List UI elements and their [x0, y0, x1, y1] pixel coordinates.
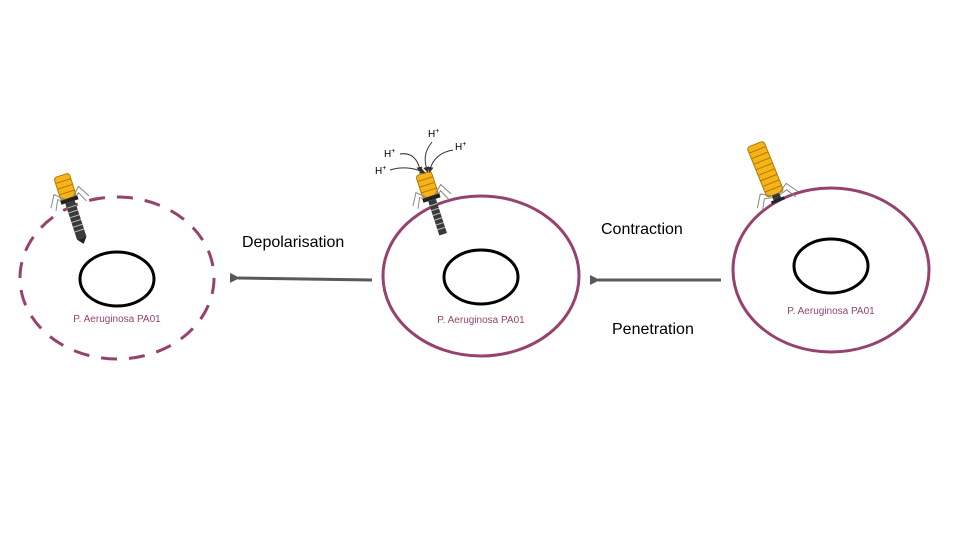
cell-label: P. Aeruginosa PA01	[73, 314, 161, 325]
bacteriophage-icon	[747, 141, 799, 211]
cell-left: P. Aeruginosa PA01	[18, 195, 216, 361]
ion-label: H+	[455, 141, 466, 153]
cell-right: P. Aeruginosa PA01	[731, 186, 931, 354]
arrow-left-icon	[229, 272, 373, 283]
bacteriophage-icon	[412, 171, 452, 236]
nucleoid	[78, 250, 156, 308]
nucleoid	[792, 237, 870, 295]
cell-membrane	[381, 194, 581, 358]
nucleoid	[442, 248, 520, 306]
svg-text:H+: H+	[428, 128, 439, 140]
cell-label: P. Aeruginosa PA01	[437, 315, 525, 326]
cell-label: P. Aeruginosa PA01	[787, 306, 875, 317]
proton-flux: H+ H+ H+ H+	[375, 128, 466, 177]
ion-label: H+	[384, 148, 395, 160]
svg-text:H+: H+	[455, 141, 466, 153]
ion-label: H+	[375, 165, 386, 177]
step-label-depolarisation: Depolarisation	[242, 234, 344, 251]
cell-middle: P. Aeruginosa PA01	[381, 194, 581, 358]
cell-membrane-dashed	[18, 195, 216, 361]
svg-text:H+: H+	[375, 165, 386, 177]
cell-membrane	[731, 186, 931, 354]
bacteriophage-icon	[50, 173, 90, 244]
svg-text:H+: H+	[384, 148, 395, 160]
step-label-penetration: Penetration	[612, 321, 694, 338]
ion-label: H+	[428, 128, 439, 140]
step-label-contraction: Contraction	[601, 221, 683, 238]
